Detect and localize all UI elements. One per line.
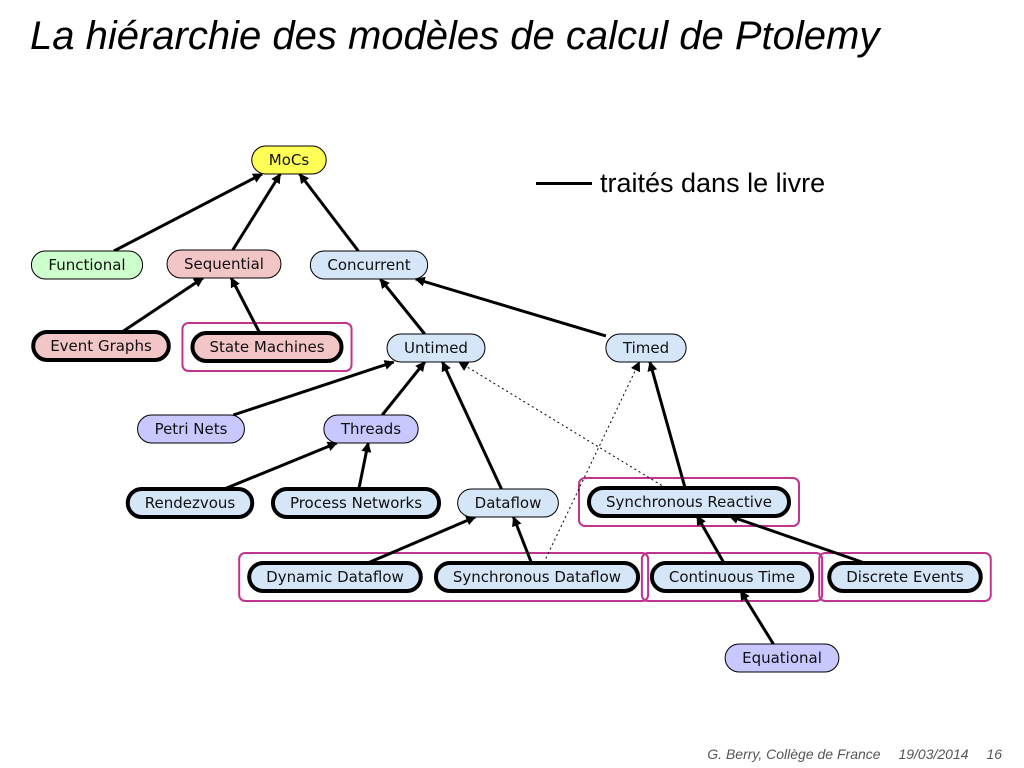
- node-label-dataflow: Dataflow: [475, 494, 542, 512]
- edge-continuous-time-to-synchronous-reactive: [695, 515, 726, 564]
- node-label-synchronous-reactive: Synchronous Reactive: [606, 493, 772, 511]
- edge-event-graphs-to-sequential: [121, 276, 204, 334]
- node-label-dynamic-dataflow: Dynamic Dataflow: [266, 568, 404, 586]
- footer-page-number: 16: [986, 746, 1002, 762]
- node-pill-event-graphs: [31, 330, 171, 362]
- node-label-untimed: Untimed: [404, 339, 468, 357]
- footer-author: G. Berry, Collège de France: [707, 746, 881, 762]
- node-label-state-machines: State Machines: [209, 338, 324, 356]
- node-process-networks: Process Networks: [270, 487, 442, 519]
- footer-date: 19/03/2014: [898, 746, 969, 762]
- highlight-box-discrete-events-group: [818, 552, 992, 602]
- node-pill-petri-nets: [137, 414, 245, 444]
- edge-dynamic-dataflow-to-dataflow: [367, 515, 477, 565]
- node-event-graphs: Event Graphs: [31, 330, 171, 362]
- node-pill-dynamic-dataflow: [247, 561, 423, 593]
- node-label-continuous-time: Continuous Time: [669, 568, 795, 586]
- node-synchronous-dataflow: Synchronous Dataflow: [433, 561, 641, 593]
- node-pill-synchronous-dataflow: [433, 561, 641, 593]
- highlight-layer: [181, 322, 992, 602]
- node-pill-mocs: [251, 145, 327, 175]
- node-pill-continuous-time: [649, 561, 815, 593]
- edge-synchronous-reactive-to-untimed: [458, 361, 667, 489]
- edge-process-networks-to-threads: [357, 442, 372, 490]
- node-pill-equational: [724, 643, 840, 673]
- node-discrete-events: Discrete Events: [827, 561, 983, 593]
- edge-threads-to-untimed: [381, 361, 426, 416]
- edge-sequential-to-mocs: [231, 173, 282, 251]
- node-petri-nets: Petri Nets: [137, 414, 245, 444]
- node-label-synchronous-dataflow: Synchronous Dataflow: [453, 568, 621, 586]
- node-label-timed: Timed: [622, 339, 669, 357]
- node-label-functional: Functional: [48, 256, 125, 274]
- edge-functional-to-mocs: [113, 172, 263, 253]
- node-continuous-time: Continuous Time: [649, 561, 815, 593]
- node-pill-sequential: [166, 249, 282, 279]
- node-concurrent: Concurrent: [309, 250, 429, 280]
- node-pill-threads: [323, 414, 419, 444]
- node-timed: Timed: [605, 333, 687, 363]
- node-dynamic-dataflow: Dynamic Dataflow: [247, 561, 423, 593]
- slide-title: La hiérarchie des modèles de calcul de P…: [30, 14, 880, 58]
- edge-petri-nets-to-untimed: [232, 360, 395, 417]
- edge-equational-to-continuous-time: [739, 590, 775, 645]
- edge-layer: [113, 172, 866, 645]
- edge-state-machines-to-sequential: [229, 277, 262, 334]
- node-pill-synchronous-reactive: [586, 486, 792, 518]
- node-pill-rendezvous: [125, 487, 255, 519]
- node-label-petri-nets: Petri Nets: [155, 420, 228, 438]
- highlight-box-synchronous-reactive-group: [577, 477, 801, 527]
- edge-dataflow-to-untimed: [441, 361, 503, 490]
- node-label-rendezvous: Rendezvous: [145, 494, 236, 512]
- edge-concurrent-to-mocs: [298, 173, 360, 252]
- node-pill-dataflow: [457, 488, 559, 518]
- node-threads: Threads: [323, 414, 419, 444]
- node-label-concurrent: Concurrent: [327, 256, 410, 274]
- node-pill-untimed: [386, 333, 486, 363]
- node-label-equational: Equational: [742, 649, 822, 667]
- node-label-sequential: Sequential: [184, 255, 264, 273]
- node-label-discrete-events: Discrete Events: [846, 568, 964, 586]
- edge-rendezvous-to-threads: [223, 441, 338, 491]
- node-pill-state-machines: [190, 331, 344, 363]
- node-state-machines: State Machines: [190, 331, 344, 363]
- node-synchronous-reactive: Synchronous Reactive: [586, 486, 792, 518]
- node-functional: Functional: [30, 250, 144, 280]
- node-mocs: MoCs: [251, 145, 327, 175]
- highlight-box-continuous-time-group: [640, 552, 824, 602]
- edge-discrete-events-to-synchronous-reactive: [728, 514, 866, 565]
- highlight-box-state-machines-group: [181, 322, 353, 372]
- slide-footer: G. Berry, Collège de France 19/03/2014 1…: [707, 746, 1002, 762]
- legend: traités dans le livre: [536, 166, 825, 200]
- node-untimed: Untimed: [386, 333, 486, 363]
- node-pill-process-networks: [270, 487, 442, 519]
- edge-timed-to-concurrent: [414, 276, 607, 338]
- highlight-box-dataflow-leaves-group: [238, 552, 650, 602]
- node-equational: Equational: [724, 643, 840, 673]
- node-dataflow: Dataflow: [457, 488, 559, 518]
- node-rendezvous: Rendezvous: [125, 487, 255, 519]
- edge-synchronous-dataflow-to-timed: [543, 361, 640, 564]
- edge-synchronous-dataflow-to-dataflow: [512, 516, 533, 564]
- edge-untimed-to-concurrent: [379, 278, 426, 335]
- node-label-event-graphs: Event Graphs: [50, 337, 152, 355]
- node-pill-discrete-events: [827, 561, 983, 593]
- node-label-process-networks: Process Networks: [290, 494, 422, 512]
- node-pill-concurrent: [309, 250, 429, 280]
- node-pill-timed: [605, 333, 687, 363]
- node-label-mocs: MoCs: [269, 151, 310, 169]
- node-pill-functional: [30, 250, 144, 280]
- node-sequential: Sequential: [166, 249, 282, 279]
- node-label-threads: Threads: [340, 420, 401, 438]
- legend-text: traités dans le livre: [600, 167, 826, 198]
- edge-synchronous-reactive-to-timed: [647, 361, 687, 489]
- legend-bold-line-sample: [536, 181, 592, 185]
